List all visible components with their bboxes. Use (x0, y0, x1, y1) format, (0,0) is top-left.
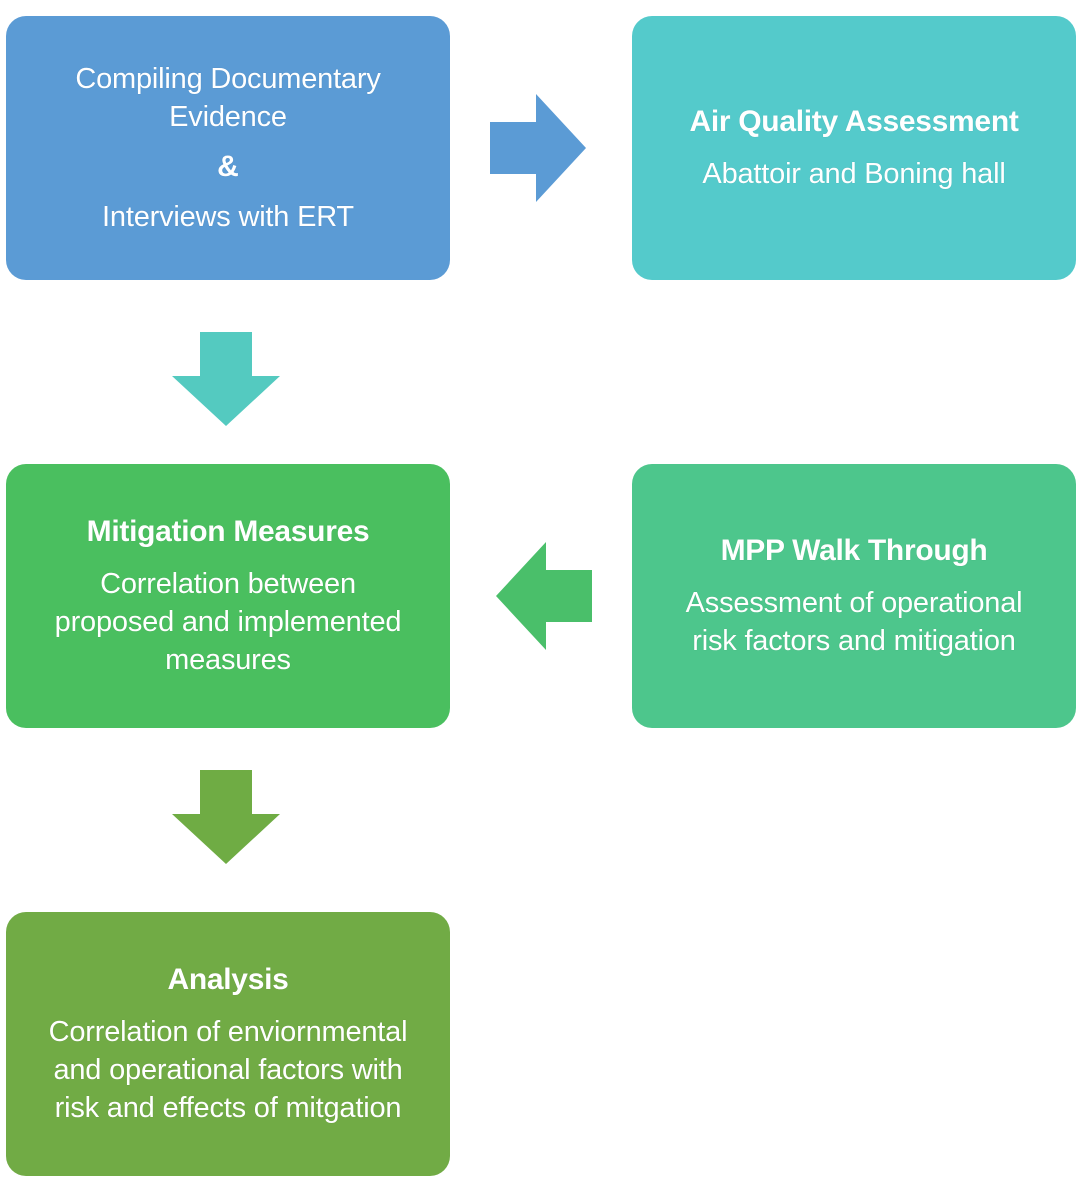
mitigation-title: Mitigation Measures (86, 515, 370, 548)
analysis-body-line2: and operational factors with (53, 1054, 403, 1086)
analysis-body-line3: risk and effects of mitgation (54, 1092, 402, 1124)
mpp-body-line2: risk factors and mitigation (692, 625, 1016, 657)
analysis-body: Correlation of enviornmental and operati… (49, 1013, 408, 1127)
arrow-left-icon (496, 542, 592, 650)
air-quality-body: Abattoir and Boning hall (702, 158, 1006, 190)
compiling-line1: Compiling Documentary (75, 63, 381, 95)
mpp-title: MPP Walk Through (720, 534, 988, 567)
compiling-ampersand: & (217, 150, 239, 183)
mitigation-body-line3: measures (165, 644, 291, 676)
arrow-down-icon (172, 332, 280, 426)
analysis-body-line1: Correlation of enviornmental (48, 1016, 408, 1048)
arrow-down-icon (172, 770, 280, 864)
mpp-walk-through-box: MPP Walk Through Assessment of operation… (632, 464, 1076, 728)
mitigation-body-line2: proposed and implemented (54, 606, 402, 638)
mitigation-body-line1: Correlation between (100, 568, 356, 600)
analysis-title: Analysis (167, 963, 289, 996)
air-quality-title: Air Quality Assessment (689, 105, 1019, 138)
arrow-right-icon (490, 94, 586, 202)
compiling-evidence-box: Compiling Documentary Evidence & Intervi… (6, 16, 450, 280)
analysis-box: Analysis Correlation of enviornmental an… (6, 912, 450, 1176)
mitigation-measures-box: Mitigation Measures Correlation between … (6, 464, 450, 728)
mpp-body-line1: Assessment of operational (685, 587, 1023, 619)
mpp-body: Assessment of operational risk factors a… (686, 584, 1023, 660)
compiling-line2: Evidence (169, 101, 287, 133)
air-quality-box: Air Quality Assessment Abattoir and Boni… (632, 16, 1076, 280)
mitigation-body: Correlation between proposed and impleme… (55, 565, 402, 679)
compiling-line3: Interviews with ERT (102, 201, 354, 233)
